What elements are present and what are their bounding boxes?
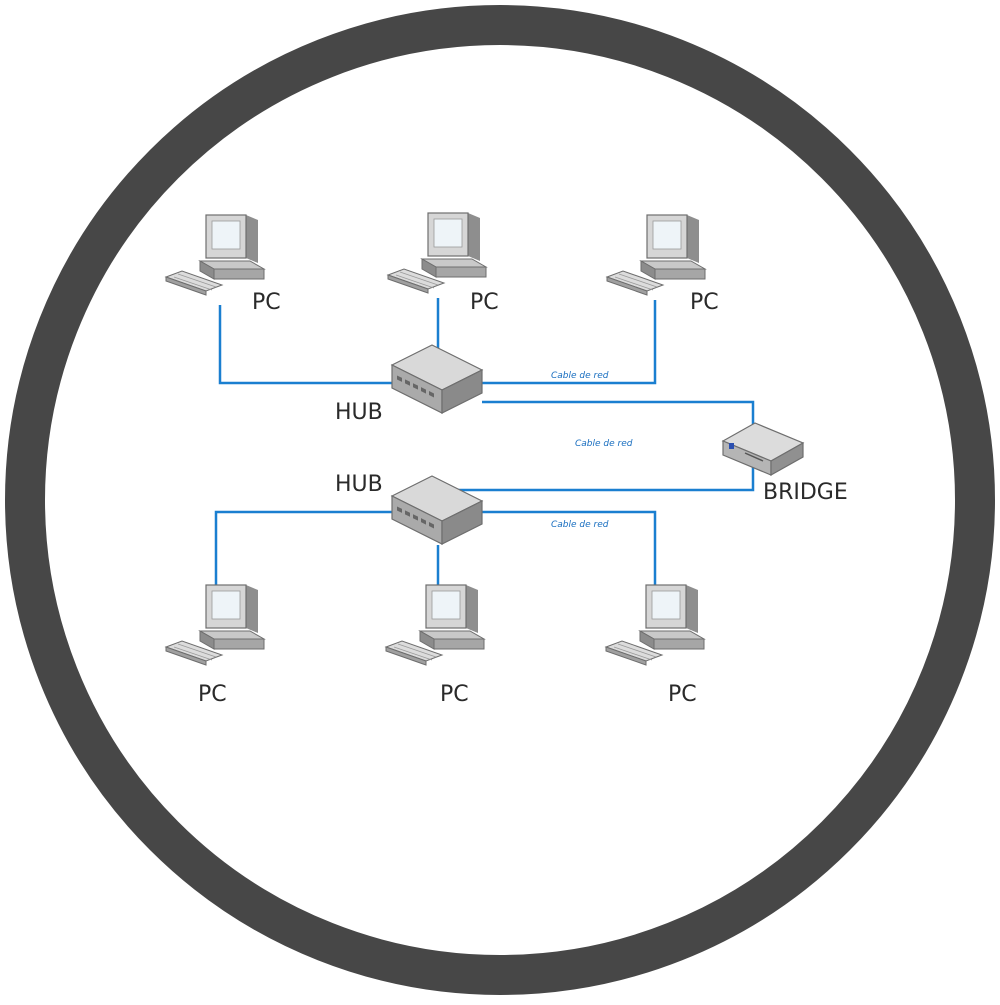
- wire-bottom-left-pc: [214, 510, 398, 590]
- network-wires: [214, 298, 755, 590]
- pc-label-bottom-right: PC: [668, 682, 697, 707]
- wire-top-right-pc: [480, 300, 657, 385]
- pc-label-top-right: PC: [690, 290, 719, 315]
- hub-label-top: HUB: [335, 400, 383, 425]
- pc-label-bottom-center: PC: [440, 682, 469, 707]
- wire-bridge-bottom-hub: [440, 466, 755, 492]
- pc-label-bottom-left: PC: [198, 682, 227, 707]
- pc-label-top-left: PC: [252, 290, 281, 315]
- wire-bottom-right-pc: [482, 510, 657, 585]
- cable-label-middle: Cable de red: [575, 439, 633, 449]
- bridge-label: BRIDGE: [763, 480, 848, 505]
- pc-label-top-center: PC: [470, 290, 499, 315]
- wire-top-left-pc: [218, 305, 398, 385]
- wire-top-hub-bridge: [482, 400, 755, 430]
- cable-label-top: Cable de red: [551, 371, 609, 381]
- outer-ring: [5, 5, 995, 995]
- hub-label-bottom: HUB: [335, 472, 383, 497]
- cable-label-bottom: Cable de red: [551, 520, 609, 530]
